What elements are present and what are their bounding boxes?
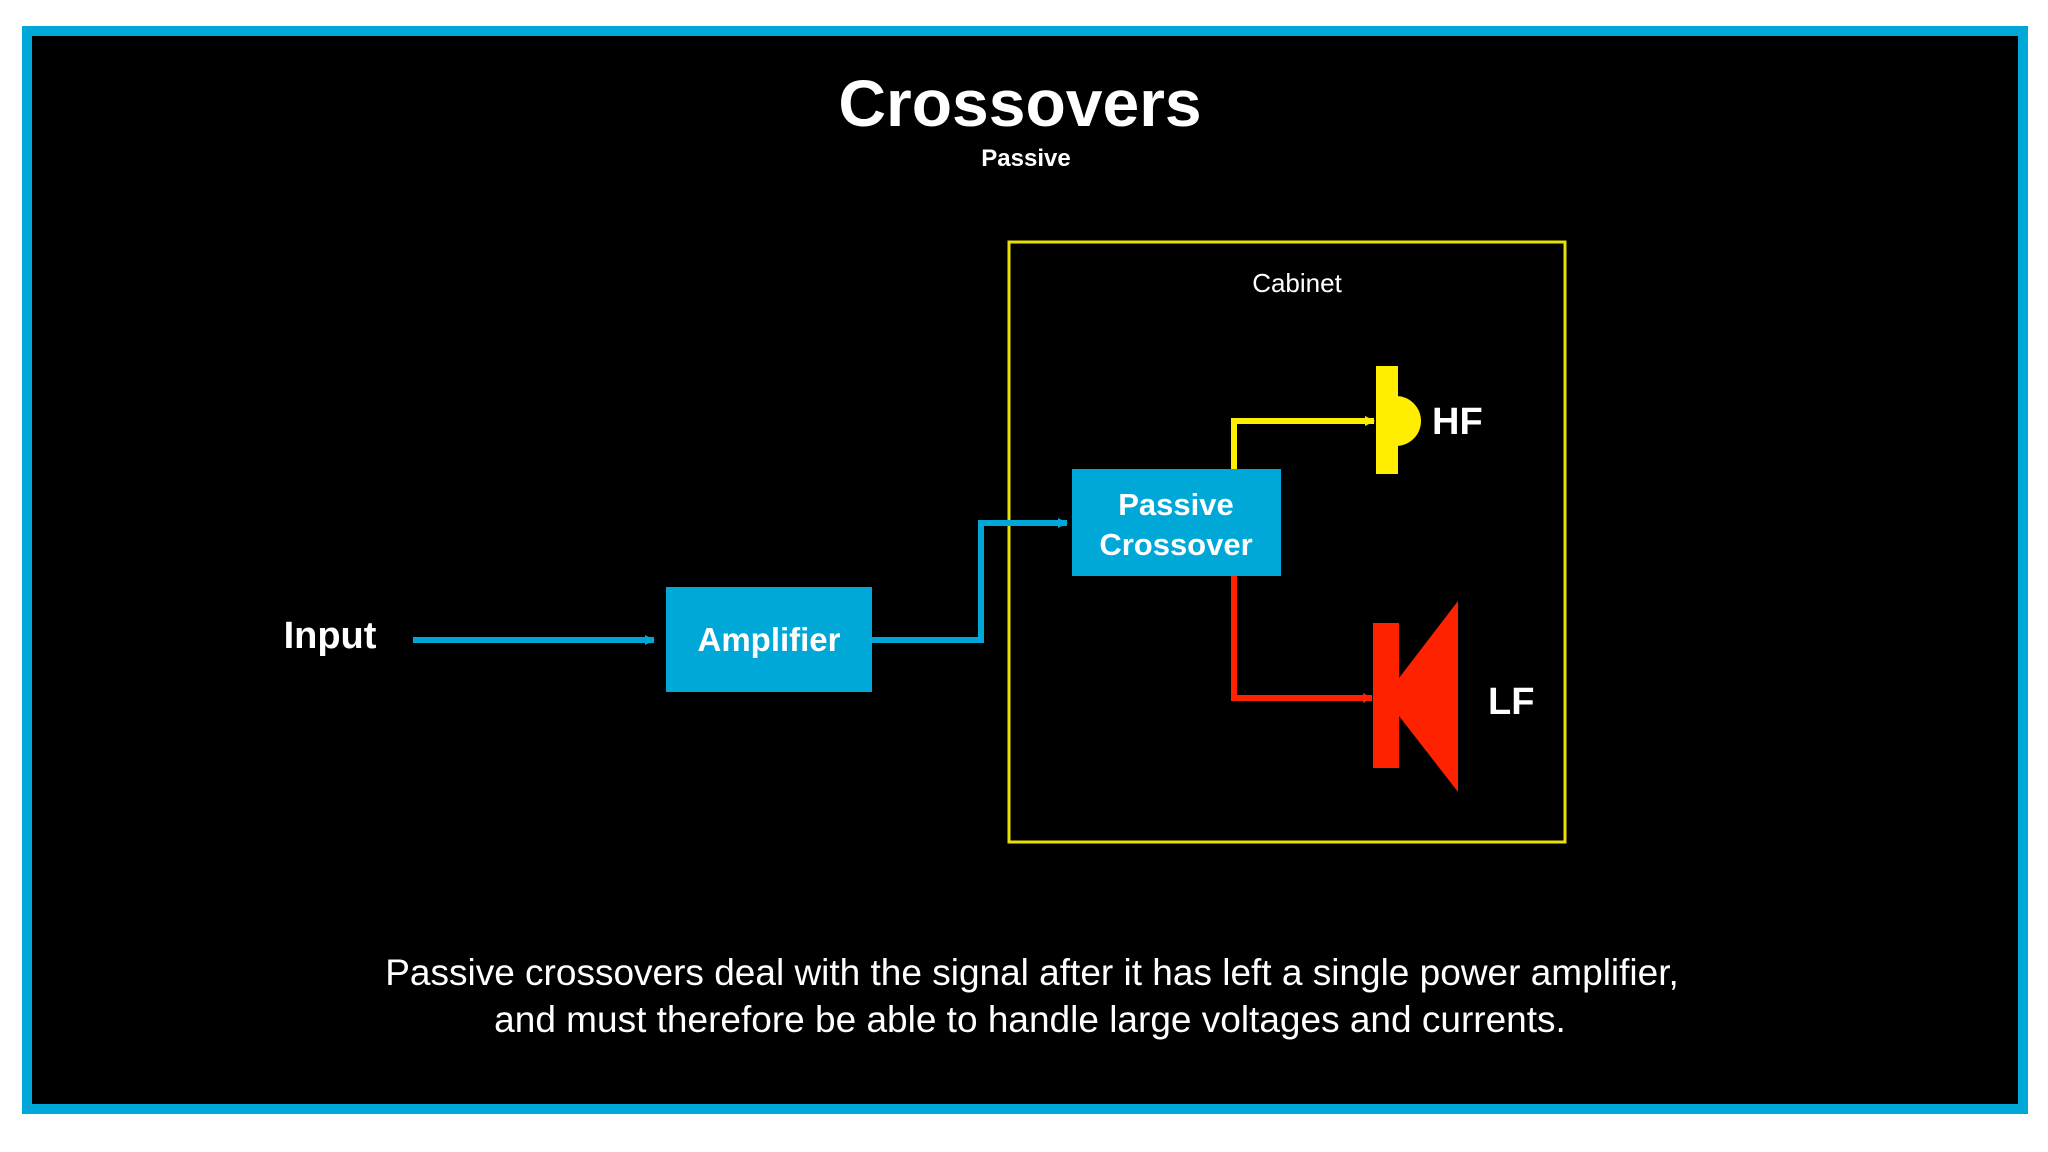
lf-label: LF [1488, 681, 1534, 723]
hf-signal-arrow [1231, 416, 1375, 469]
cabinet-outline [1007, 240, 1567, 844]
cabinet-label: Cabinet [1252, 268, 1342, 298]
crossover-box [1072, 469, 1281, 576]
page-title: Crossovers [838, 66, 1201, 140]
tweeter-icon [1376, 366, 1421, 474]
amplifier-box [666, 587, 872, 692]
crossover-label-line2: Crossover [1099, 527, 1252, 562]
amplifier-label: Amplifier [697, 621, 840, 658]
crossover-label-line1: Passive [1118, 487, 1234, 522]
page-subtitle: Passive [981, 145, 1070, 172]
slide-background [32, 36, 2018, 1104]
lf-signal-arrow [1231, 576, 1373, 703]
hf-label: HF [1432, 401, 1483, 443]
amplifier-to-crossover-arrow [872, 518, 1068, 643]
caption-line-1: Passive crossovers deal with the signal … [385, 952, 1679, 993]
input-label: Input [284, 615, 377, 657]
woofer-icon [1373, 601, 1458, 792]
caption-line-2: and must therefore be able to handle lar… [494, 999, 1566, 1040]
